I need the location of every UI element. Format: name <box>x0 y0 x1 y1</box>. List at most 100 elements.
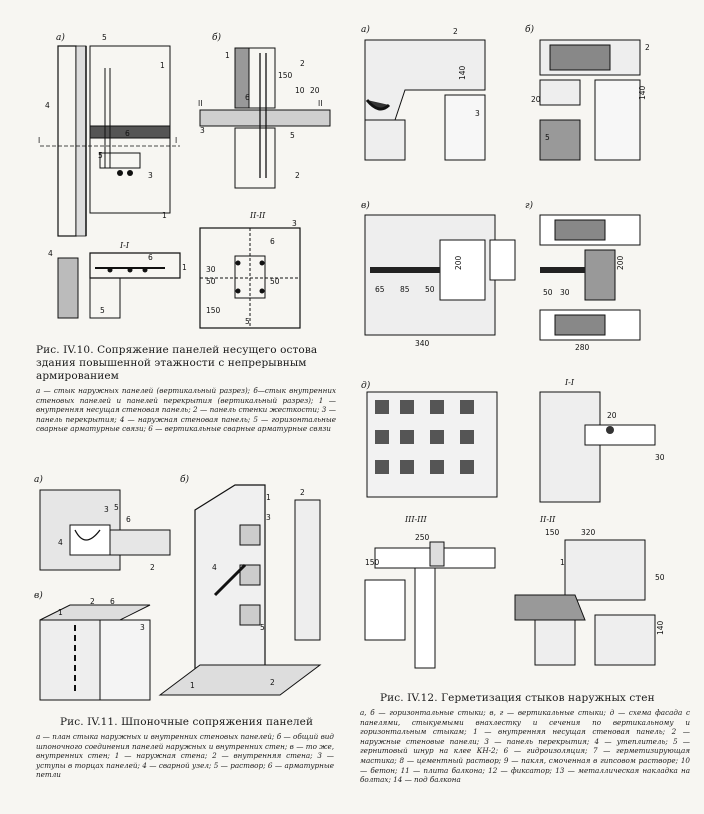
fig10-dim-50a: 50 <box>206 277 216 286</box>
svg-text:2: 2 <box>453 27 458 36</box>
svg-text:6: 6 <box>148 253 153 262</box>
fig12-dim-140a: 140 <box>458 65 467 80</box>
fig12-panel-g: г) 50 30 280 200 <box>525 200 641 352</box>
svg-text:5: 5 <box>98 151 103 160</box>
svg-text:1: 1 <box>266 493 271 502</box>
fig12-panel-b: б) 20 140 2 5 <box>525 24 650 161</box>
fig12-dim-150b: 150 <box>545 528 560 537</box>
fig12-dim-20a: 20 <box>531 95 541 104</box>
fig10-title: Рис. IV.10. Сопряжение панелей несущего … <box>36 344 318 382</box>
fig10-label-b: б) <box>212 32 221 43</box>
svg-text:4: 4 <box>58 538 63 547</box>
fig12-sec-III-label: III-III <box>404 515 428 524</box>
svg-text:5: 5 <box>260 623 265 632</box>
fig10-section-I: I-I 4 6 1 5 <box>48 241 187 319</box>
svg-text:1: 1 <box>190 681 195 690</box>
svg-text:1: 1 <box>58 608 63 617</box>
fig10-legend: а — стык наружных панелей (вертикальный … <box>36 386 336 434</box>
fig11-panel-a: а) 36 45 2 <box>34 474 171 572</box>
svg-text:2: 2 <box>295 171 300 180</box>
svg-text:1: 1 <box>160 61 165 70</box>
svg-text:2: 2 <box>150 563 155 572</box>
svg-text:6: 6 <box>125 129 130 138</box>
fig12-dim-140b: 140 <box>638 85 647 100</box>
svg-text:1: 1 <box>225 51 230 60</box>
fig10-panel-a: а) I I 5 1 4 6 5 3 1 <box>38 32 180 237</box>
svg-text:5: 5 <box>545 133 550 142</box>
fig12-section-II: II-II 150 320 170 140 50 <box>514 515 665 666</box>
fig12-dim-140c: 140 <box>656 620 665 635</box>
svg-text:6: 6 <box>110 597 115 606</box>
fig10-dim-10: 10 <box>295 86 305 95</box>
fig12-dim-200a: 200 <box>454 255 463 270</box>
fig11-legend: а — план стыка наружных и внутренних сте… <box>36 732 334 780</box>
fig12-dim-50c: 50 <box>655 573 665 582</box>
fig12-label-d: д) <box>361 380 371 391</box>
fig12-dim-200b: 200 <box>616 255 625 270</box>
fig11-label-b: б) <box>180 474 189 485</box>
fig11-label-v: в) <box>34 590 43 601</box>
fig12-title: Рис. IV.12. Герметизация стыков наружных… <box>380 692 655 704</box>
fig12-panel-v: в) 65 85 50 340 200 <box>361 200 516 348</box>
fig12-panel-d: д) <box>361 380 498 498</box>
svg-text:3: 3 <box>200 126 205 135</box>
fig10-mark-I-right: I <box>175 136 177 145</box>
fig12-sec-I-label: I-I <box>564 378 575 387</box>
fig12-dim-30a: 30 <box>560 288 570 297</box>
fig12-dim-65: 65 <box>375 285 385 294</box>
fig11-panel-v: в) 2 6 3 1 <box>34 590 151 701</box>
svg-text:3: 3 <box>148 171 153 180</box>
svg-text:5: 5 <box>100 306 105 315</box>
fig10-dim-20: 20 <box>310 86 320 95</box>
fig11-panel-b: б) 13 24 51 2 <box>158 474 322 696</box>
fig12-dim-340: 340 <box>415 339 430 348</box>
fig12-dim-50b: 50 <box>543 288 553 297</box>
fig12-label-g: г) <box>525 200 534 211</box>
svg-text:1: 1 <box>182 263 187 272</box>
fig12-dim-30b: 30 <box>655 453 665 462</box>
svg-text:2: 2 <box>300 59 305 68</box>
svg-text:6: 6 <box>270 237 275 246</box>
svg-text:2: 2 <box>270 678 275 687</box>
fig10-mark-II-right: II <box>318 99 322 108</box>
fig11-title: Рис. IV.11. Шпоночные сопряжения панелей <box>60 716 314 728</box>
fig12-panel-a: а) 140 2 3 <box>361 24 486 161</box>
fig12-dim-150a: 150 <box>365 558 380 567</box>
svg-text:3: 3 <box>104 505 109 514</box>
svg-text:3: 3 <box>266 513 271 522</box>
svg-text:2: 2 <box>645 43 650 52</box>
svg-text:5: 5 <box>114 503 119 512</box>
fig12-label-b: б) <box>525 24 534 35</box>
fig12-label-a: а) <box>361 24 370 35</box>
svg-text:5: 5 <box>290 131 295 140</box>
fig10-dim-150b: 150 <box>206 306 221 315</box>
svg-text:2: 2 <box>90 597 95 606</box>
fig10-sec-II-label: II-II <box>249 211 266 220</box>
fig12-dim-20b: 20 <box>607 411 617 420</box>
fig12-sec-II-label: II-II <box>539 515 556 524</box>
svg-text:5: 5 <box>245 317 250 326</box>
fig10-section-II: II-II 30 50 50 150 3 6 5 <box>199 211 301 329</box>
fig10-sec-I-label: I-I <box>119 241 130 250</box>
svg-text:3: 3 <box>475 109 480 118</box>
fig12-section-III: III-III 250 150 <box>364 515 496 669</box>
fig12-label-v: в) <box>361 200 370 211</box>
fig10-drawing: а) I I 5 1 4 6 5 3 1 I-I 4 6 1 5 <box>38 32 331 329</box>
fig10-dim-30: 30 <box>206 265 216 274</box>
fig11-label-a: а) <box>34 474 43 485</box>
fig10-mark-I-left: I <box>38 136 40 145</box>
fig10-mark-II-left: II <box>198 99 202 108</box>
fig12-drawing: а) 140 2 3 б) 20 140 2 5 в) 65 85 50 340 2… <box>361 24 665 669</box>
svg-text:4: 4 <box>45 101 50 110</box>
svg-text:3: 3 <box>292 219 297 228</box>
fig12-dim-280: 280 <box>575 343 590 352</box>
svg-text:3: 3 <box>140 623 145 632</box>
fig12-dim-250: 250 <box>415 533 430 542</box>
svg-text:4: 4 <box>212 563 217 572</box>
fig11-drawing: а) 3 6 4 5 2 в) 2 6 3 1 б) 1 3 2 4 5 1 2 <box>34 474 322 701</box>
svg-text:1: 1 <box>162 211 167 220</box>
fig12-legend: а, б — горизонтальные стыки; в, г — верт… <box>360 708 690 785</box>
svg-text:6: 6 <box>245 93 250 102</box>
fig10-dim-150: 150 <box>278 71 293 80</box>
svg-text:4: 4 <box>48 249 53 258</box>
